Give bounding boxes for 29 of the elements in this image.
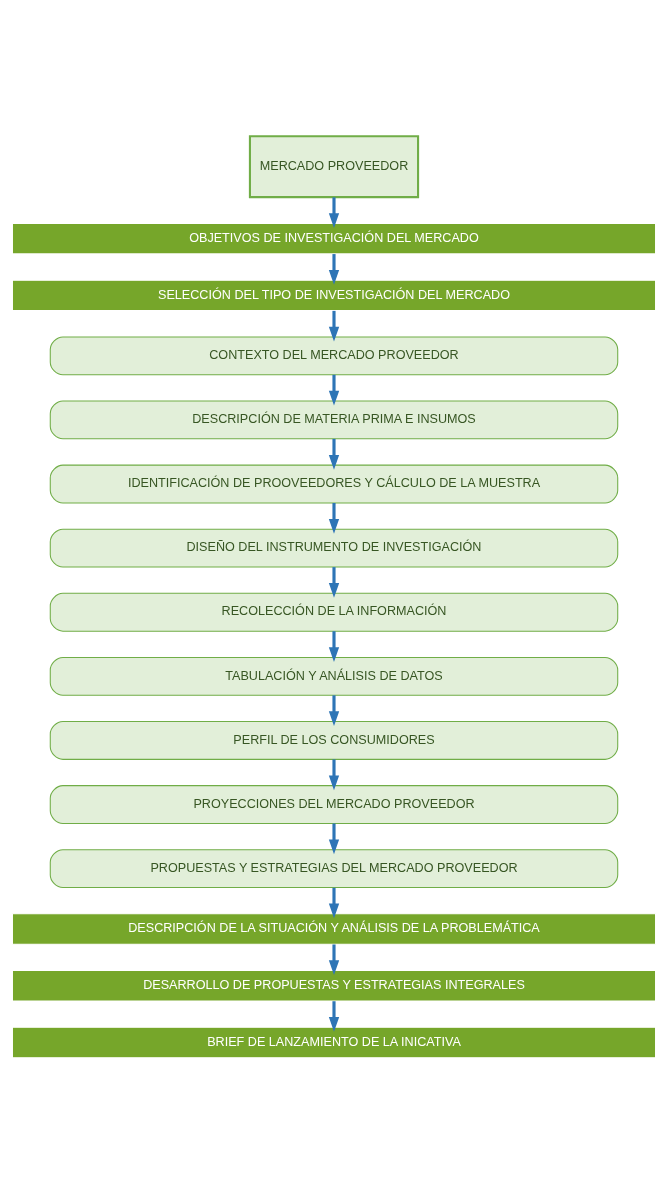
arrow <box>328 254 340 285</box>
arrow <box>328 823 340 855</box>
node-box: PERFIL DE LOS CONSUMIDORES <box>49 721 619 760</box>
node-box: MERCADO PROVEEDOR <box>248 135 420 199</box>
arrow <box>328 374 340 406</box>
arrow <box>328 631 340 662</box>
node-box: PROPUESTAS Y ESTRATEGIAS DEL MERCADO PROVEEDOR <box>49 849 619 889</box>
node-box: DESARROLLO DE PROPUESTAS Y ESTRATEGIAS INTEGRALES <box>11 970 657 1002</box>
arrow <box>328 503 340 534</box>
arrow <box>328 438 340 470</box>
node-box: RECOLECCIÓN DE LA INFORMACIÓN <box>49 592 619 632</box>
arrow <box>328 944 340 976</box>
node-box: CONTEXTO DEL MERCADO PROVEEDOR <box>49 336 619 376</box>
node-box: SELECCIÓN DEL TIPO DE INVESTIGACIÓN DEL MERCADO <box>11 279 657 312</box>
arrow <box>328 695 340 727</box>
node-box: DESCRIPCIÓN DE MATERIA PRIMA E INSUMOS <box>49 400 619 440</box>
node-box: OBJETIVOS DE INVESTIGACIÓN DEL MERCADO <box>11 222 657 255</box>
node-box: BRIEF DE LANZAMIENTO DE LA INICATIVA <box>11 1026 657 1059</box>
node-box: TABULACIÓN Y ANÁLISIS DE DATOS <box>49 656 619 696</box>
node-box: PROYECCIONES DEL MERCADO PROVEEDOR <box>49 785 619 824</box>
node-box: IDENTIFICACIÓN DE PROOVEEDORES Y CÁLCULO DE LA MUESTRA <box>49 464 619 504</box>
node-box: DESCRIPCIÓN DE LA SITUACIÓN Y ANÁLISIS DE LA PROBLEMÁTICA <box>11 913 657 945</box>
arrow <box>328 887 340 919</box>
arrow <box>328 310 340 342</box>
arrow <box>328 567 340 598</box>
arrow <box>328 759 340 791</box>
node-box: DISEÑO DEL INSTRUMENTO DE INVESTIGACIÓN <box>49 528 619 568</box>
arrow <box>328 1001 340 1032</box>
arrow <box>328 197 340 228</box>
